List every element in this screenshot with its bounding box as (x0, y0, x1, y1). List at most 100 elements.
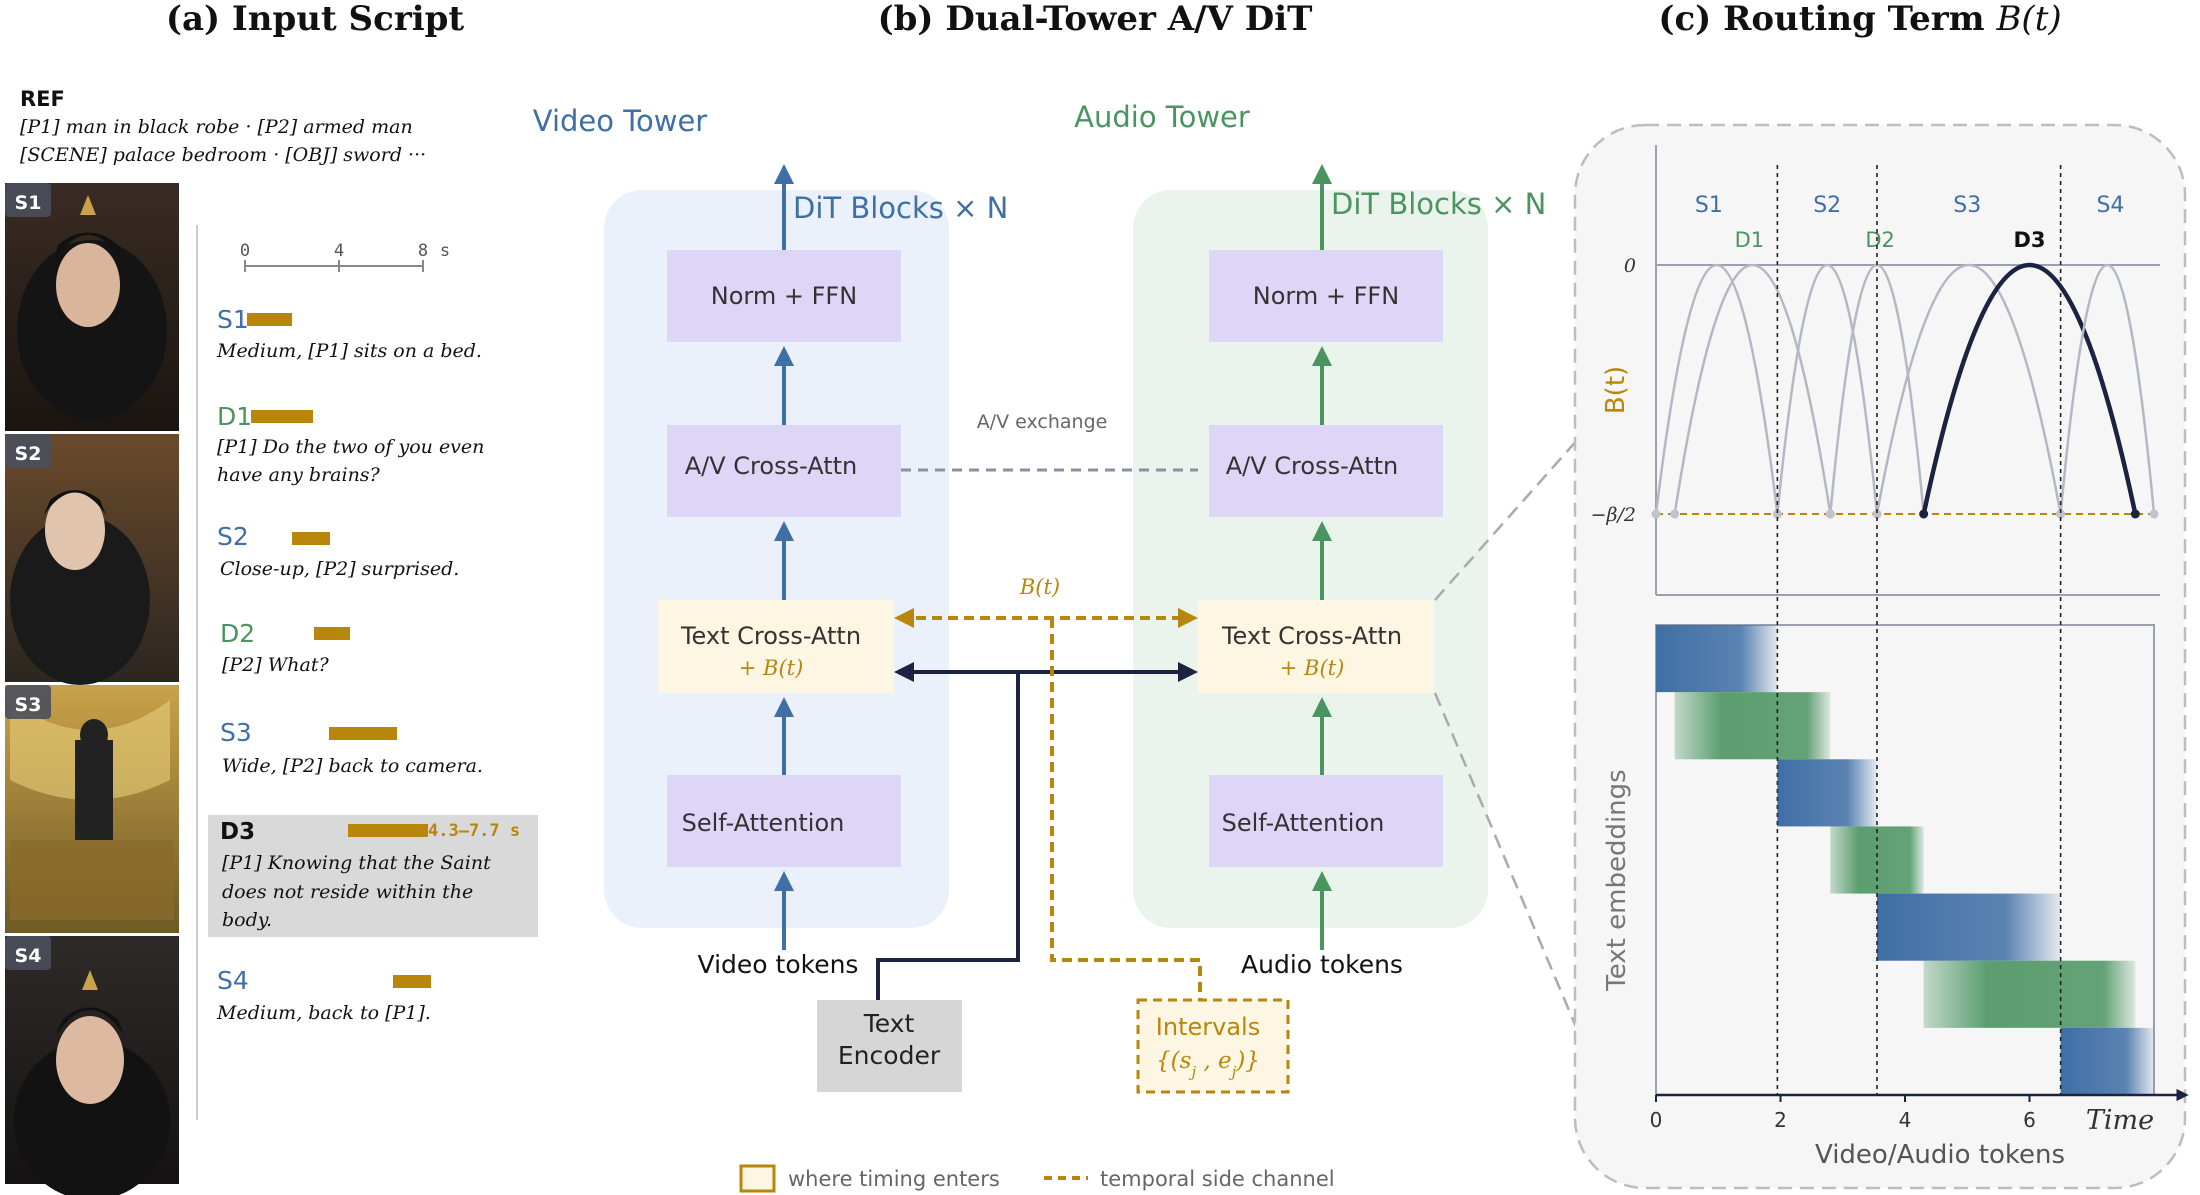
audio-tokens-label: Audio tokens (1241, 950, 1403, 979)
frame-s4: S4 (5, 936, 179, 1195)
curve-d1 (1673, 264, 1832, 515)
curve-d3 (1921, 262, 2138, 515)
segment-label-s1: S1 (1695, 193, 1723, 218)
ref-line-1: [P1] man in black robe · [P2] armed man (20, 116, 413, 138)
video-tokens-label: Video tokens (698, 950, 859, 979)
interval-bar-s3 (329, 727, 397, 740)
entry-text-d3-b: does not reside within the (222, 881, 473, 903)
script-time-axis: 0 4 8 s (240, 241, 450, 272)
av-exchange-label: A/V exchange (977, 411, 1108, 433)
video-self-attn-block (667, 775, 901, 867)
entry-text-s3: Wide, [P2] back to camera. (222, 755, 483, 777)
text-encoder-label-2: Encoder (838, 1041, 941, 1070)
legend-side-label: temporal side channel (1100, 1167, 1335, 1191)
segment-label-s3: S3 (1953, 193, 1981, 218)
dialogue-label-d3: D3 (2013, 228, 2045, 252)
entry-text-s4: Medium, back to [P1]. (216, 1002, 431, 1024)
x-tick-label-2: 2 (1774, 1108, 1787, 1132)
audio-dit-blocks-label: DiT Blocks × N (1331, 187, 1546, 221)
curve-endpoint (1651, 509, 1661, 519)
entry-id-s4: S4 (217, 966, 249, 995)
intervals-label-1: Intervals (1156, 1013, 1260, 1041)
audio-norm-ffn-block (1209, 250, 1443, 342)
entry-text-d1-b: have any brains? (217, 464, 381, 486)
y-tick-neg-beta: −β/2 (1591, 504, 1636, 526)
segment-dividers (1776, 165, 2062, 1095)
video-self-attn-label: Self-Attention (682, 809, 845, 837)
text-encoder-connector (876, 672, 1020, 1000)
title-panel-c: (c) Routing Term B(t) (1658, 0, 2061, 39)
band-d1 (1674, 692, 1831, 760)
entry-text-d1-a: [P1] Do the two of you even (217, 436, 484, 458)
x-axis-label: Video/Audio tokens (1815, 1140, 2065, 1170)
title-panel-a: (a) Input Script (166, 0, 465, 39)
interval-bar-d1 (251, 410, 313, 423)
curve-s4 (2059, 264, 2156, 515)
x-tick-label-6: 6 (2023, 1108, 2036, 1132)
frame-s3: S3 (5, 685, 179, 933)
input-script-panel: REF [P1] man in black robe · [P2] armed … (5, 87, 538, 1195)
frame-label-s2: S2 (15, 443, 42, 465)
routing-curves (1651, 262, 2159, 519)
y-axis-label-bt: B(t) (1601, 366, 1631, 414)
frame-label-s1: S1 (15, 192, 42, 214)
script-entry-s3: S3 Wide, [P2] back to camera. (220, 718, 483, 777)
entry-text-d3-a: [P1] Knowing that the Saint (222, 852, 491, 874)
d3-interval-label: 4.3–7.7 s (428, 821, 520, 841)
curve-endpoint (1772, 509, 1782, 519)
interval-bar-s2 (292, 532, 330, 545)
entry-text-s2: Close-up, [P2] surprised. (220, 558, 459, 580)
audio-tower-label: Audio Tower (1074, 100, 1250, 134)
frame-label-s4: S4 (15, 945, 42, 967)
crown-icon (82, 970, 98, 990)
curve-endpoint (1919, 509, 1929, 519)
frame-s1: S1 (5, 183, 179, 431)
dialogue-label-d1: D1 (1735, 228, 1765, 252)
band-s3 (1876, 893, 2061, 961)
curve-endpoint (2056, 509, 2066, 519)
bt-channel-label: B(t) (1019, 575, 1060, 599)
x-tick-label-4: 4 (1899, 1108, 1912, 1132)
band-d2 (1830, 826, 1924, 894)
segment-label-s4: S4 (2096, 193, 2124, 218)
audio-text-cross-block (1198, 600, 1434, 693)
title-panel-c-math: B(t) (1995, 0, 2061, 39)
band-s1 (1656, 625, 1778, 693)
video-av-cross-block (667, 425, 901, 517)
entry-text-d2: [P2] What? (222, 654, 329, 676)
interval-bar-s4 (393, 975, 431, 988)
entry-id-s3: S3 (220, 718, 252, 747)
script-entry-d1: D1 [P1] Do the two of you even have any … (217, 402, 484, 486)
entry-id-d2: D2 (220, 619, 255, 648)
entry-text-s1: Medium, [P1] sits on a bed. (216, 340, 482, 362)
ref-line-2: [SCENE] palace bedroom · [OBJ] sword ··· (20, 144, 426, 166)
dual-tower-panel: Video Tower Audio Tower Norm + FFN A/V C… (533, 100, 1596, 1193)
y2-axis-label: Text embeddings (1602, 769, 1632, 991)
title-panel-c-prefix: (c) Routing Term (1658, 0, 1996, 39)
audio-norm-ffn-label: Norm + FFN (1253, 282, 1399, 310)
zoom-line-bottom (1433, 692, 1592, 1061)
curve-s3 (1875, 263, 2062, 515)
frame-label-s3: S3 (15, 694, 42, 716)
segment-label-s2: S2 (1813, 193, 1841, 218)
script-entry-s1: S1 Medium, [P1] sits on a bed. (216, 305, 482, 362)
audio-av-cross-block (1209, 425, 1443, 517)
video-norm-ffn-label: Norm + FFN (711, 282, 857, 310)
script-entry-d2: D2 [P2] What? (220, 619, 350, 676)
x-time-label: Time (2086, 1105, 2154, 1136)
audio-plus-bt: + B(t) (1280, 656, 1345, 680)
audio-av-cross-label: A/V Cross-Attn (1226, 452, 1399, 480)
curve-endpoint (2130, 509, 2140, 519)
video-text-cross-label: Text Cross-Attn (680, 622, 861, 650)
interval-bar-d3 (348, 824, 428, 837)
video-plus-bt: + B(t) (739, 656, 804, 680)
script-entry-d3: D3 4.3–7.7 s [P1] Knowing that the Saint… (220, 819, 520, 931)
band-s4 (2060, 1027, 2154, 1095)
video-av-cross-label: A/V Cross-Attn (685, 452, 858, 480)
axis-tick-8: 8 (418, 241, 428, 261)
curve-endpoint (1872, 509, 1882, 519)
